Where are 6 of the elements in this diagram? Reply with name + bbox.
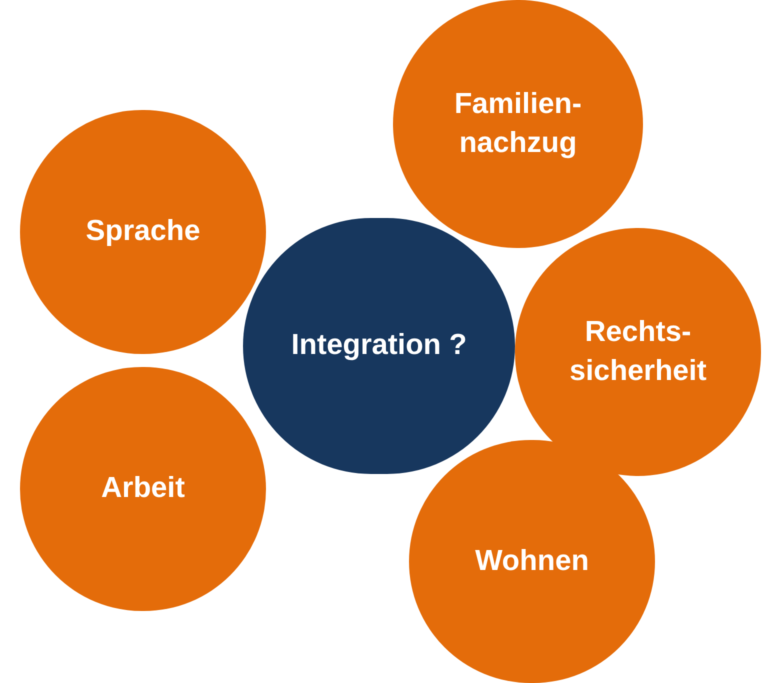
circle-label: Wohnen <box>475 544 589 579</box>
circle-label: Sprache <box>86 214 200 250</box>
circle-label: Arbeit <box>101 471 185 506</box>
circle-label: Integration ? <box>291 328 467 364</box>
circle-label: Familien- nachzug <box>453 86 583 161</box>
circle-label: Rechts- sicherheit <box>568 314 708 389</box>
